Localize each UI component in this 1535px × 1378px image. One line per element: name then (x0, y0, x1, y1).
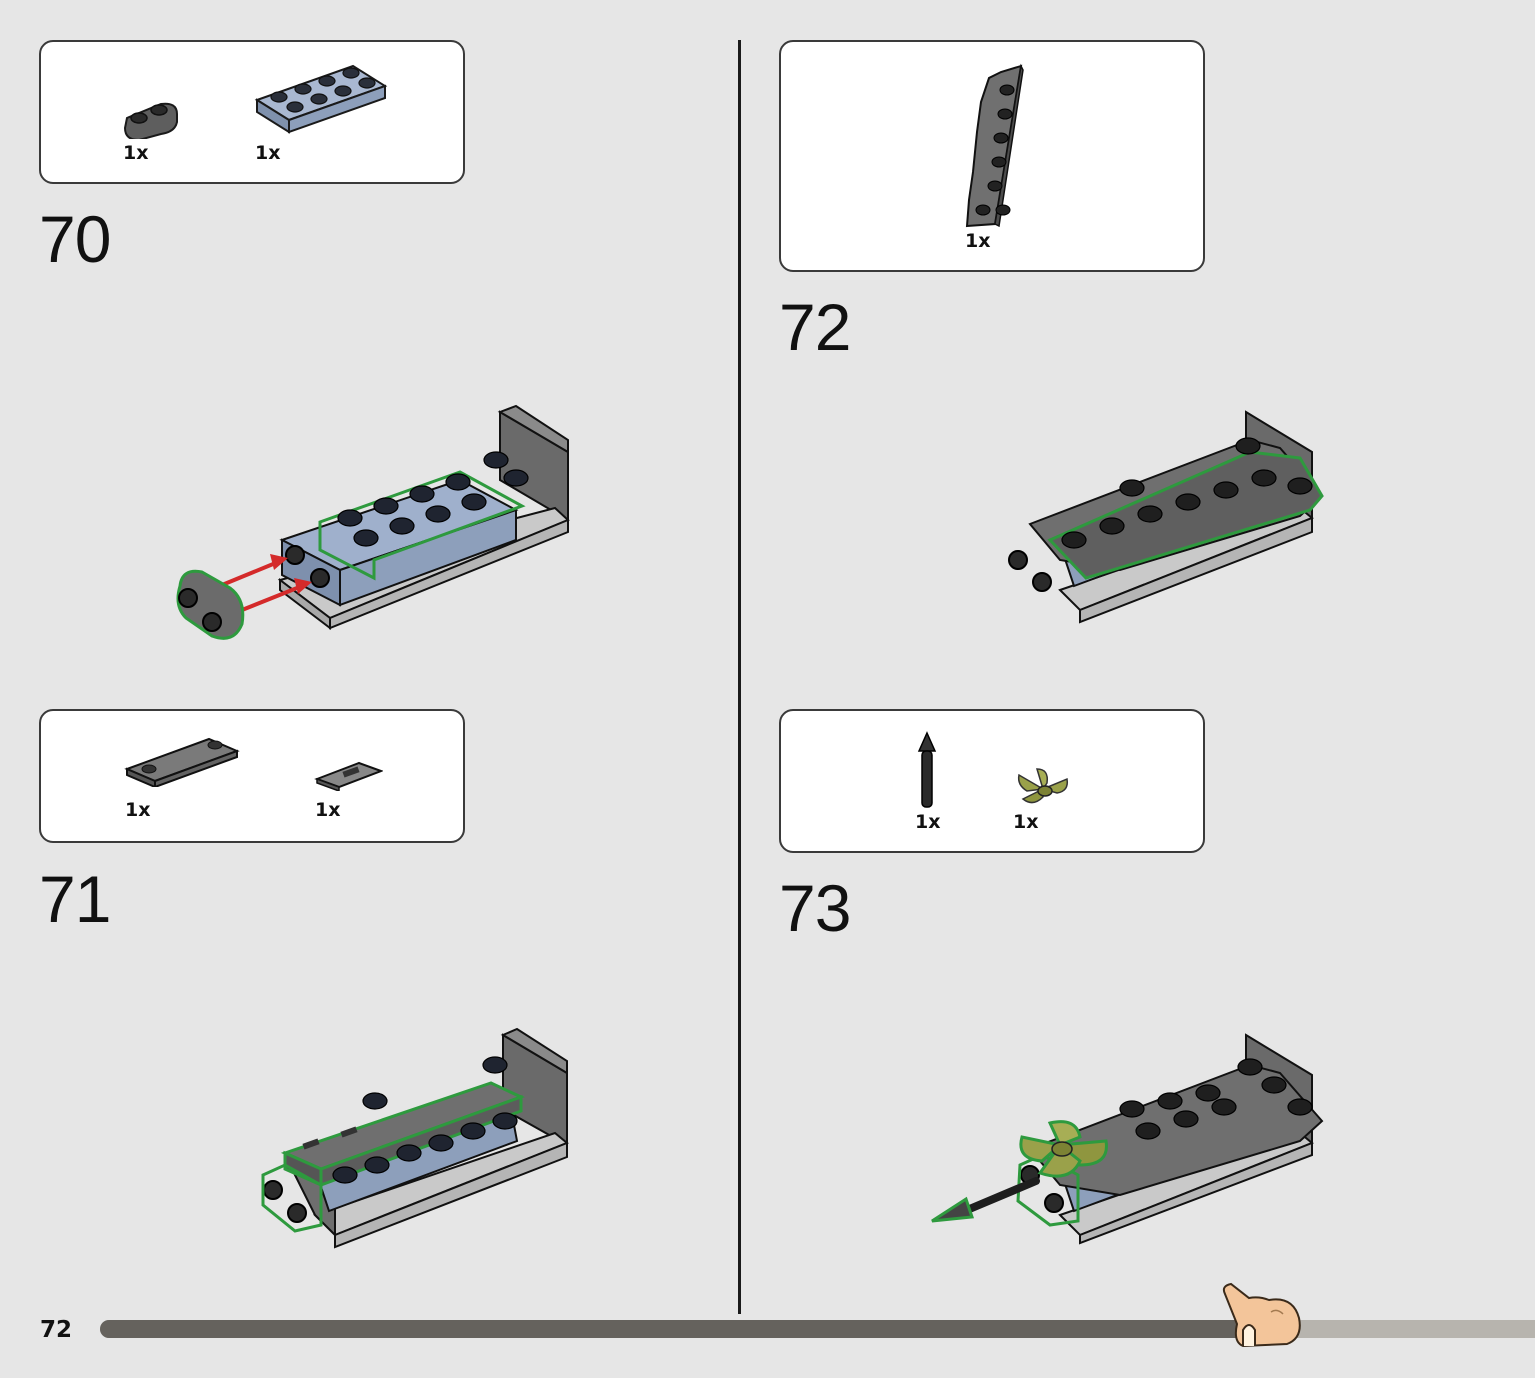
progress-bar (100, 1320, 1535, 1338)
parts-callout-step-73: 1x 1x (779, 709, 1205, 853)
parts-callout-step-70: 1x 1x (39, 40, 465, 184)
leaf-plant-icon (1017, 768, 1069, 804)
part-quantity: 1x (315, 799, 341, 821)
round-plate-1x2-icon (123, 102, 178, 139)
step-71-assembly-illustration (261, 1027, 569, 1249)
arrow-shaft-icon (917, 731, 937, 808)
step-70-assembly-illustration (176, 404, 570, 640)
grille-tile-icon (314, 761, 383, 791)
step-number: 70 (39, 202, 111, 276)
part-quantity: 1x (255, 142, 281, 164)
parts-callout-step-71: 1x 1x (39, 709, 465, 843)
page-number: 72 (40, 1317, 73, 1343)
part-quantity: 1x (915, 811, 941, 833)
part-quantity: 1x (1013, 811, 1039, 833)
tile-1x4-icon (124, 737, 240, 787)
step-number: 71 (39, 862, 111, 936)
column-divider (738, 40, 741, 1314)
plate-2x4-icon (254, 64, 388, 134)
parts-callout-step-72: 1x (779, 40, 1205, 272)
part-quantity: 1x (123, 142, 149, 164)
part-quantity: 1x (125, 799, 151, 821)
step-72-assembly-illustration (1008, 410, 1324, 624)
part-quantity: 1x (965, 230, 991, 252)
step-number: 73 (779, 871, 851, 945)
mascot-icon (1222, 1282, 1301, 1348)
step-number: 72 (779, 290, 851, 364)
step-73-assembly-illustration (931, 1033, 1324, 1245)
wedge-plate-icon (965, 63, 1024, 228)
progress-bar-fill (100, 1320, 1248, 1338)
